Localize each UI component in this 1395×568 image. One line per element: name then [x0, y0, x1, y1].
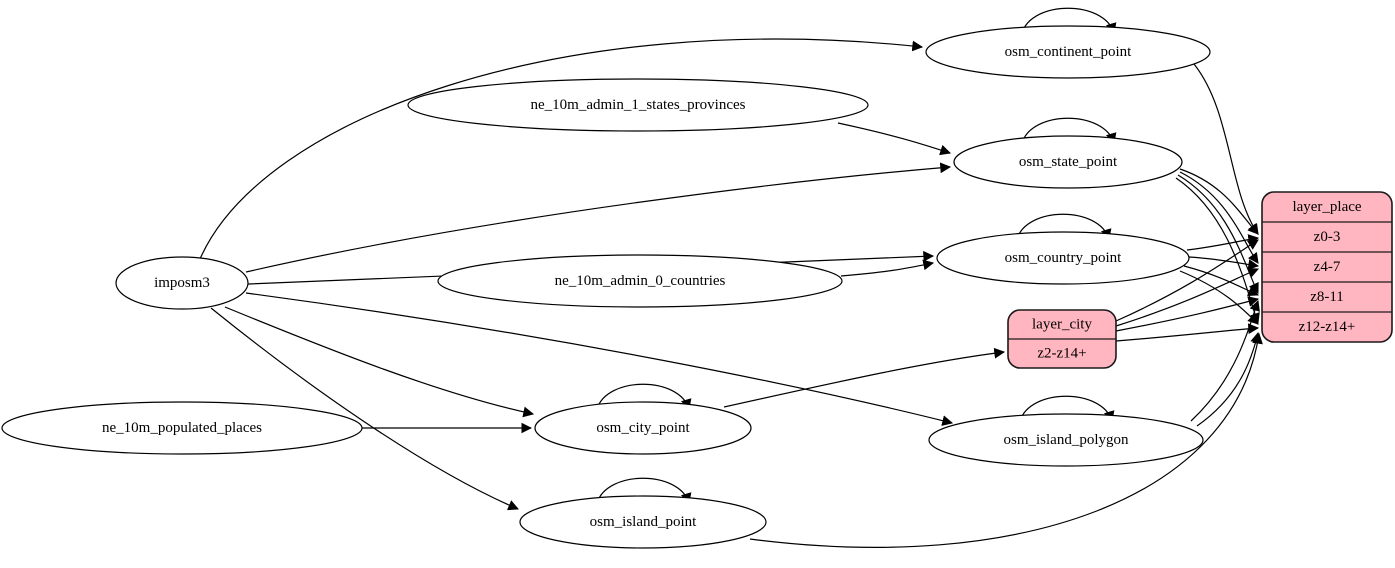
edge-osm_island_polygon-to-layer_place-z8-11	[1190, 299, 1260, 422]
node-shape-ne_10m_admin_1_states_provinces	[407, 78, 869, 132]
node-label-osm_continent_point: osm_continent_point	[1005, 44, 1132, 60]
self-loop-edge-osm_island_polygon	[1019, 395, 1115, 423]
node-ne_10m_populated_places: ne_10m_populated_places	[1, 401, 363, 455]
node-osm_continent_point: osm_continent_point	[925, 25, 1211, 79]
edge-osm_state_point-to-layer_place-z0-3	[1179, 168, 1259, 235]
edge-imposm3-to-osm_city_point	[224, 306, 535, 418]
edge-osm_state_point-to-layer_place-z4-7	[1179, 171, 1259, 264]
node-label-osm_city_point: osm_city_point	[596, 420, 690, 436]
record-row-layer_place-z12-z14+: z12-z14+	[1299, 319, 1356, 335]
record-shape-layer_place	[1261, 191, 1393, 343]
node-label-ne_10m_admin_1_states_provinces: ne_10m_admin_1_states_provinces	[531, 97, 746, 113]
node-shape-ne_10m_populated_places	[1, 401, 363, 455]
node-layer_place: layer_place z0-3 z4-7 z8-11 z12-z14+	[1261, 191, 1393, 343]
node-label-osm_island_polygon: osm_island_polygon	[1003, 432, 1129, 448]
edge-imposm3-to-osm_continent_point	[199, 38, 924, 260]
self-loop-edge-osm_continent_point	[1021, 7, 1117, 35]
node-shape-osm_city_point	[534, 401, 752, 455]
node-imposm3: imposm3	[115, 256, 249, 310]
edge-osm_island_point-to-layer_place-z12-z14+	[749, 332, 1263, 548]
node-shape-osm_country_point	[936, 231, 1190, 285]
node-label-osm_country_point: osm_country_point	[1005, 250, 1122, 266]
edge-ne_10m_admin_1_states_provinces-to-osm_state_point	[837, 122, 952, 156]
edge-osm_continent_point-to-layer_place-z0-3	[1193, 63, 1259, 235]
self-loop-edge-osm_country_point	[1016, 213, 1112, 241]
self-loop-edge-osm_state_point	[1021, 117, 1117, 145]
node-shape-osm_state_point	[953, 135, 1183, 189]
edge-osm_country_point-to-layer_place-z4-7	[1188, 256, 1260, 270]
self-loop-edge-osm_island_point	[596, 477, 692, 505]
node-ne_10m_admin_0_countries: ne_10m_admin_0_countries	[437, 254, 843, 308]
edge-osm_city_point-to-layer_city-z2-z14+	[723, 347, 1006, 408]
node-layer_city: layer_city z2-z14+	[1007, 309, 1117, 369]
edge-osm_island_polygon-to-layer_place-z12-z14+	[1196, 331, 1261, 427]
node-label-ne_10m_populated_places: ne_10m_populated_places	[102, 420, 262, 436]
node-shape-ne_10m_admin_0_countries	[437, 254, 843, 308]
node-label-ne_10m_admin_0_countries: ne_10m_admin_0_countries	[555, 273, 726, 289]
record-title-layer_place: layer_place	[1292, 199, 1361, 215]
node-label-osm_state_point: osm_state_point	[1019, 154, 1118, 170]
node-osm_state_point: osm_state_point	[953, 135, 1183, 189]
node-osm_country_point: osm_country_point	[936, 231, 1190, 285]
node-osm_island_polygon: osm_island_polygon	[928, 413, 1204, 467]
edge-osm_state_point-to-layer_place-z8-11	[1177, 174, 1259, 294]
edge-imposm3-to-osm_island_point	[210, 307, 519, 511]
record-row-layer_city-z2-z14+: z2-z14+	[1037, 346, 1086, 362]
edge-imposm3-to-osm_state_point	[245, 162, 952, 273]
record-title-layer_city: layer_city	[1032, 317, 1092, 333]
node-layer: imposm3 ne_10m_admin_1_states_provincesne…	[1, 25, 1393, 549]
edge-osm_country_point-to-layer_place-z0-3	[1186, 234, 1260, 251]
edge-osm_country_point-to-layer_place-z12-z14+	[1179, 270, 1259, 325]
node-shape-osm_island_polygon	[928, 413, 1204, 467]
edge-ne_10m_admin_0_countries-to-osm_country_point	[840, 259, 935, 277]
node-osm_city_point: osm_city_point	[534, 401, 752, 455]
node-label-imposm3: imposm3	[154, 275, 210, 291]
edge-layer	[199, 7, 1263, 548]
node-shape-osm_continent_point	[925, 25, 1211, 79]
edge-imposm3-to-osm_island_polygon	[245, 292, 954, 426]
node-label-osm_island_point: osm_island_point	[590, 514, 698, 530]
edge-layer_city-to-layer_place-z8-11	[1115, 296, 1260, 332]
edge-layer_city-to-layer_place-z4-7	[1115, 267, 1259, 327]
record-row-layer_place-z0-3: z0-3	[1314, 229, 1341, 245]
record-row-layer_place-z8-11: z8-11	[1310, 289, 1344, 305]
record-row-layer_place-z4-7: z4-7	[1314, 259, 1341, 275]
node-ne_10m_admin_1_states_provinces: ne_10m_admin_1_states_provinces	[407, 78, 869, 132]
node-shape-imposm3	[115, 256, 249, 310]
self-loop-edge-osm_city_point	[596, 383, 692, 411]
edge-layer_city-to-layer_place-z0-3	[1115, 239, 1259, 322]
edge-layer_city-to-layer_place-z12-z14+	[1115, 323, 1260, 342]
node-shape-osm_island_point	[519, 495, 767, 549]
node-osm_island_point: osm_island_point	[519, 495, 767, 549]
